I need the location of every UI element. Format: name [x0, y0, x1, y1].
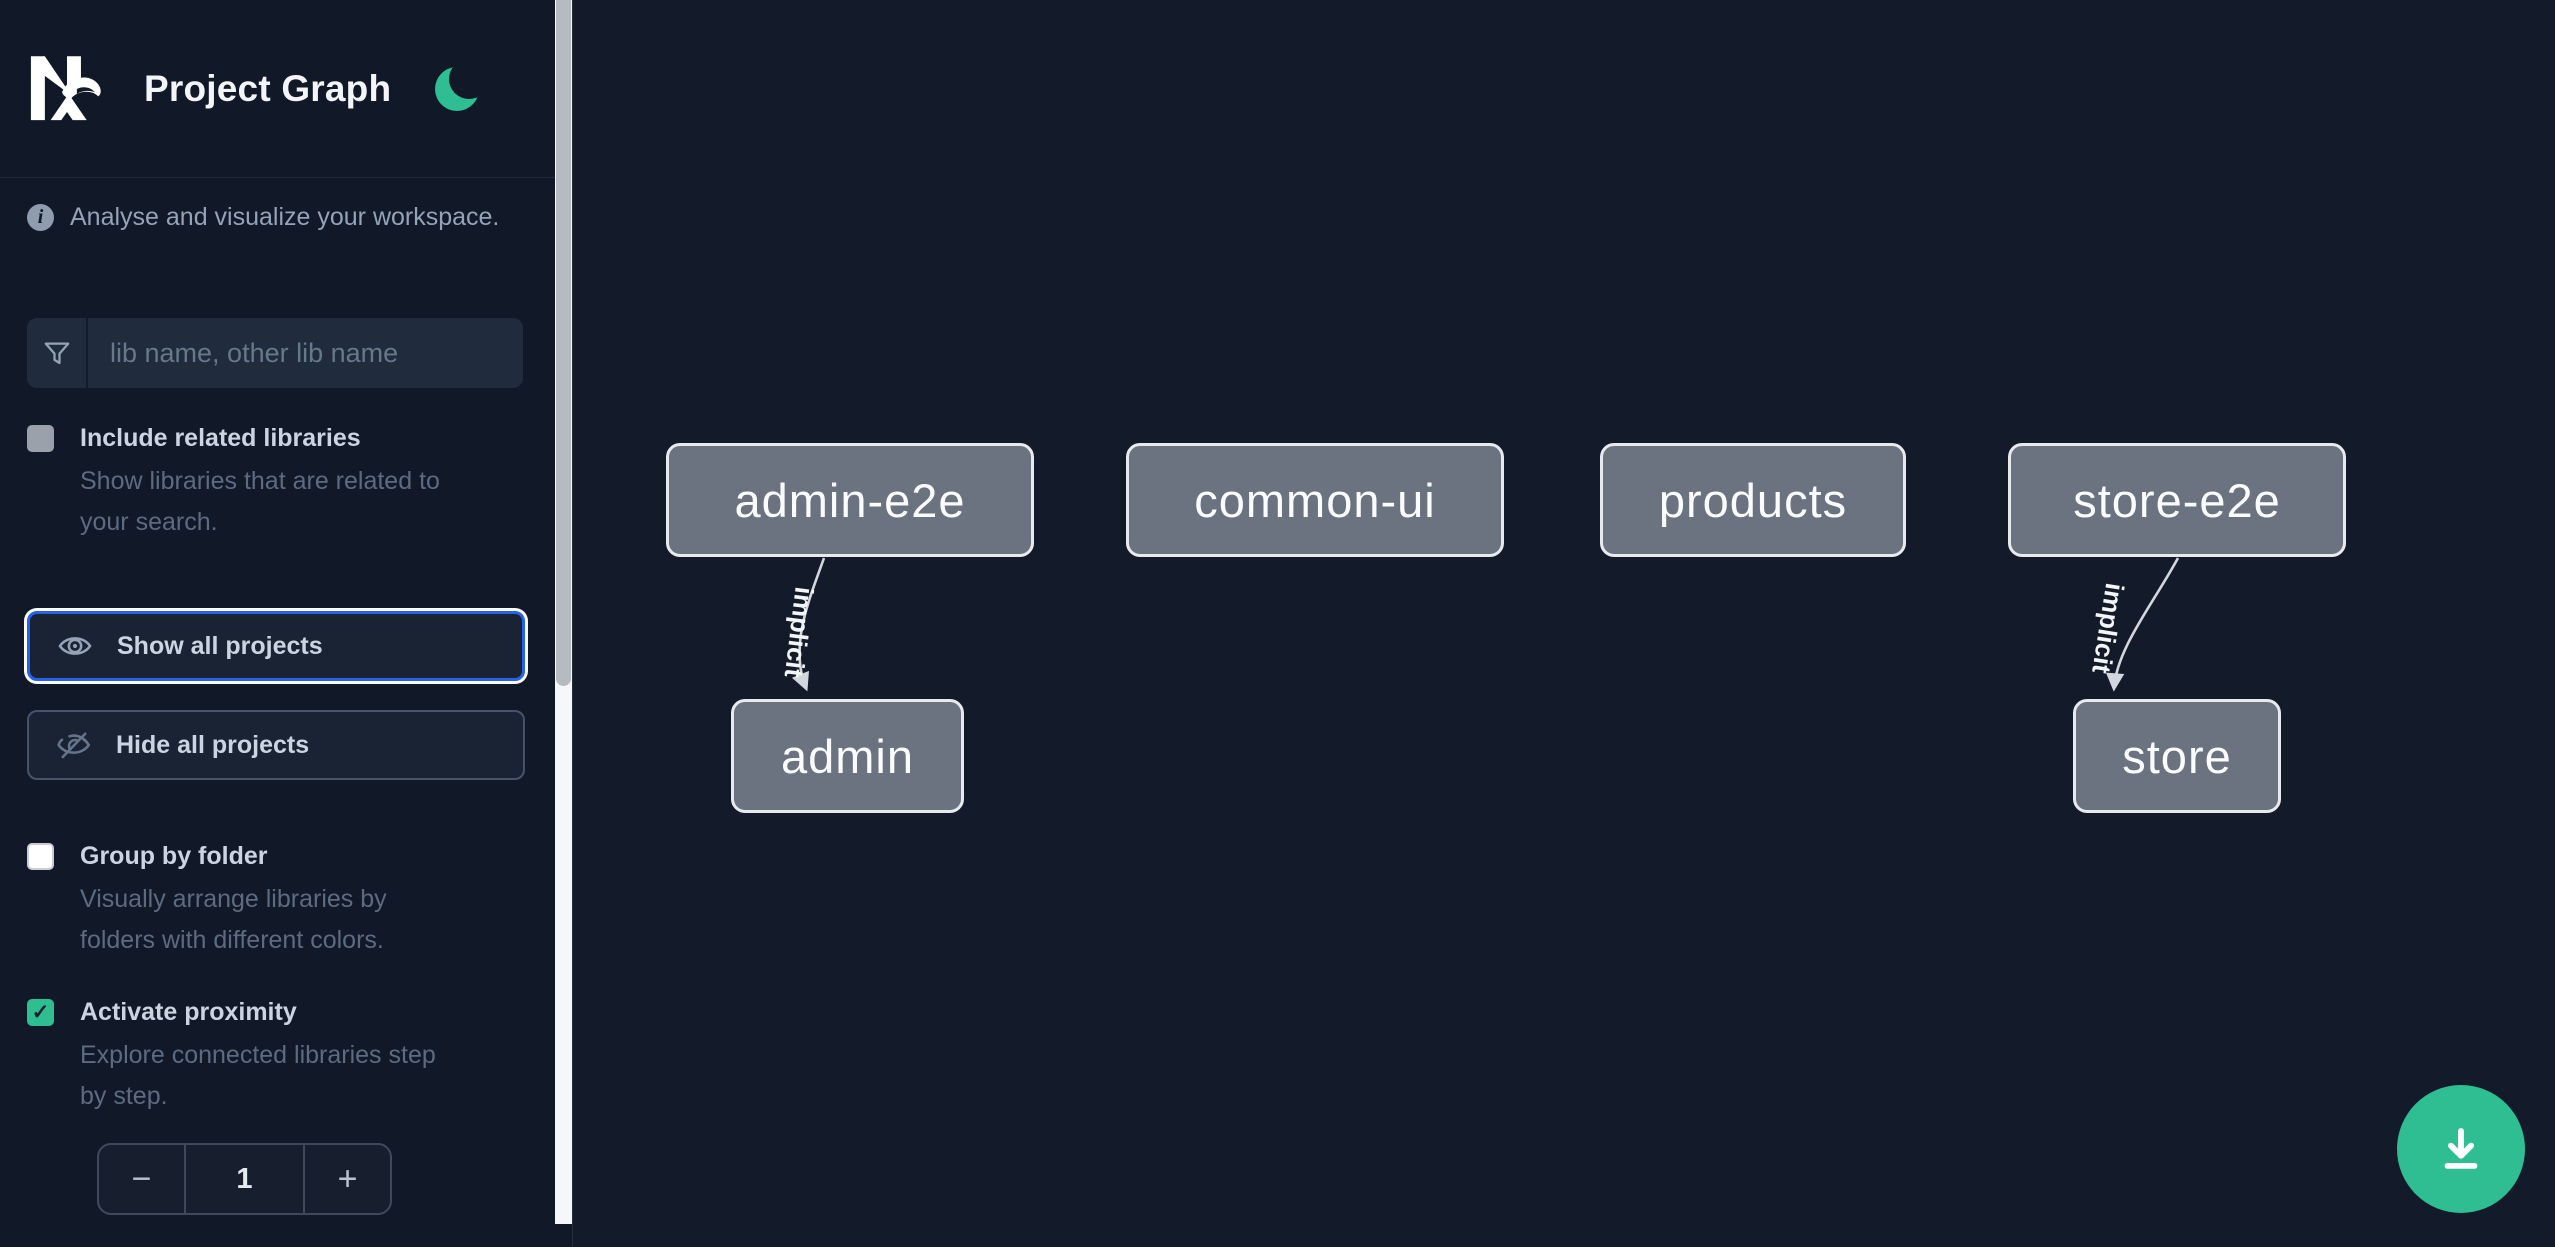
tagline-text: Analyse and visualize your workspace.: [70, 203, 500, 231]
graph-edges-layer: implicit implicit: [779, 557, 2180, 692]
hide-all-projects-label: Hide all projects: [116, 730, 310, 759]
library-filter-box: [27, 318, 523, 388]
graph-canvas[interactable]: implicit implicit admin-e2e common-ui produ…: [572, 0, 2555, 1247]
page-title: Project Graph: [144, 67, 392, 109]
graph-node-admin[interactable]: admin: [731, 699, 964, 813]
option-description: Explore connected libraries step by step…: [80, 1041, 436, 1110]
checkbox-group-by-folder[interactable]: [27, 843, 54, 870]
graph-edge-store-e2e-store[interactable]: [2105, 557, 2180, 692]
graph-node-store-e2e[interactable]: store-e2e: [2008, 443, 2346, 557]
decrement-button[interactable]: −: [131, 1159, 152, 1198]
theme-toggle-button[interactable]: [435, 58, 490, 113]
graph-node-common-ui[interactable]: common-ui: [1126, 443, 1504, 557]
option-activate-proximity: ✓ Activate proximity Explore connected l…: [27, 998, 507, 1117]
graph-node-products[interactable]: products: [1600, 443, 1906, 557]
proximity-depth-value: 1: [184, 1145, 305, 1213]
show-all-projects-label: Show all projects: [117, 631, 323, 660]
download-icon: [2444, 1128, 2478, 1169]
workspace-tagline-row: i Analyse and visualize your workspace.: [27, 203, 499, 232]
graph-edge-admin-e2e-admin[interactable]: [791, 557, 826, 692]
filter-funnel-icon: [27, 318, 88, 388]
option-label: Activate proximity: [80, 998, 297, 1026]
option-label: Group by folder: [80, 842, 268, 870]
edge-label-store-e2e-store: implicit: [2086, 581, 2130, 676]
proximity-depth-stepper: − 1 +: [97, 1143, 392, 1215]
scrollbar-thumb[interactable]: [556, 0, 571, 686]
checkbox-activate-proximity[interactable]: ✓: [27, 999, 54, 1026]
eye-off-icon: [57, 732, 91, 759]
graph-node-admin-e2e[interactable]: admin-e2e: [666, 443, 1034, 557]
sidebar: Project Graph i Analyse and visualize yo…: [0, 0, 555, 1247]
option-label: Include related libraries: [80, 424, 361, 452]
download-graph-button[interactable]: [2397, 1085, 2525, 1213]
option-description: Show libraries that are related to your …: [80, 467, 440, 536]
eye-icon: [58, 637, 92, 655]
library-search-input[interactable]: [88, 318, 523, 388]
increment-button[interactable]: +: [337, 1159, 358, 1198]
info-icon: i: [27, 204, 54, 231]
option-include-related-libraries: Include related libraries Show libraries…: [27, 424, 507, 543]
nx-logo: [30, 55, 101, 120]
hide-all-projects-button[interactable]: Hide all projects: [27, 710, 525, 780]
sidebar-scrollbar: [555, 0, 572, 1247]
edge-label-admin-e2e-admin: implicit: [779, 585, 820, 679]
checkbox-include-related-libraries[interactable]: [27, 425, 54, 452]
option-group-by-folder: Group by folder Visually arrange librari…: [27, 842, 507, 961]
graph-node-store[interactable]: store: [2073, 699, 2281, 813]
sidebar-header: Project Graph: [0, 0, 555, 178]
option-description: Visually arrange libraries by folders wi…: [80, 885, 387, 954]
show-all-projects-button[interactable]: Show all projects: [27, 611, 525, 681]
